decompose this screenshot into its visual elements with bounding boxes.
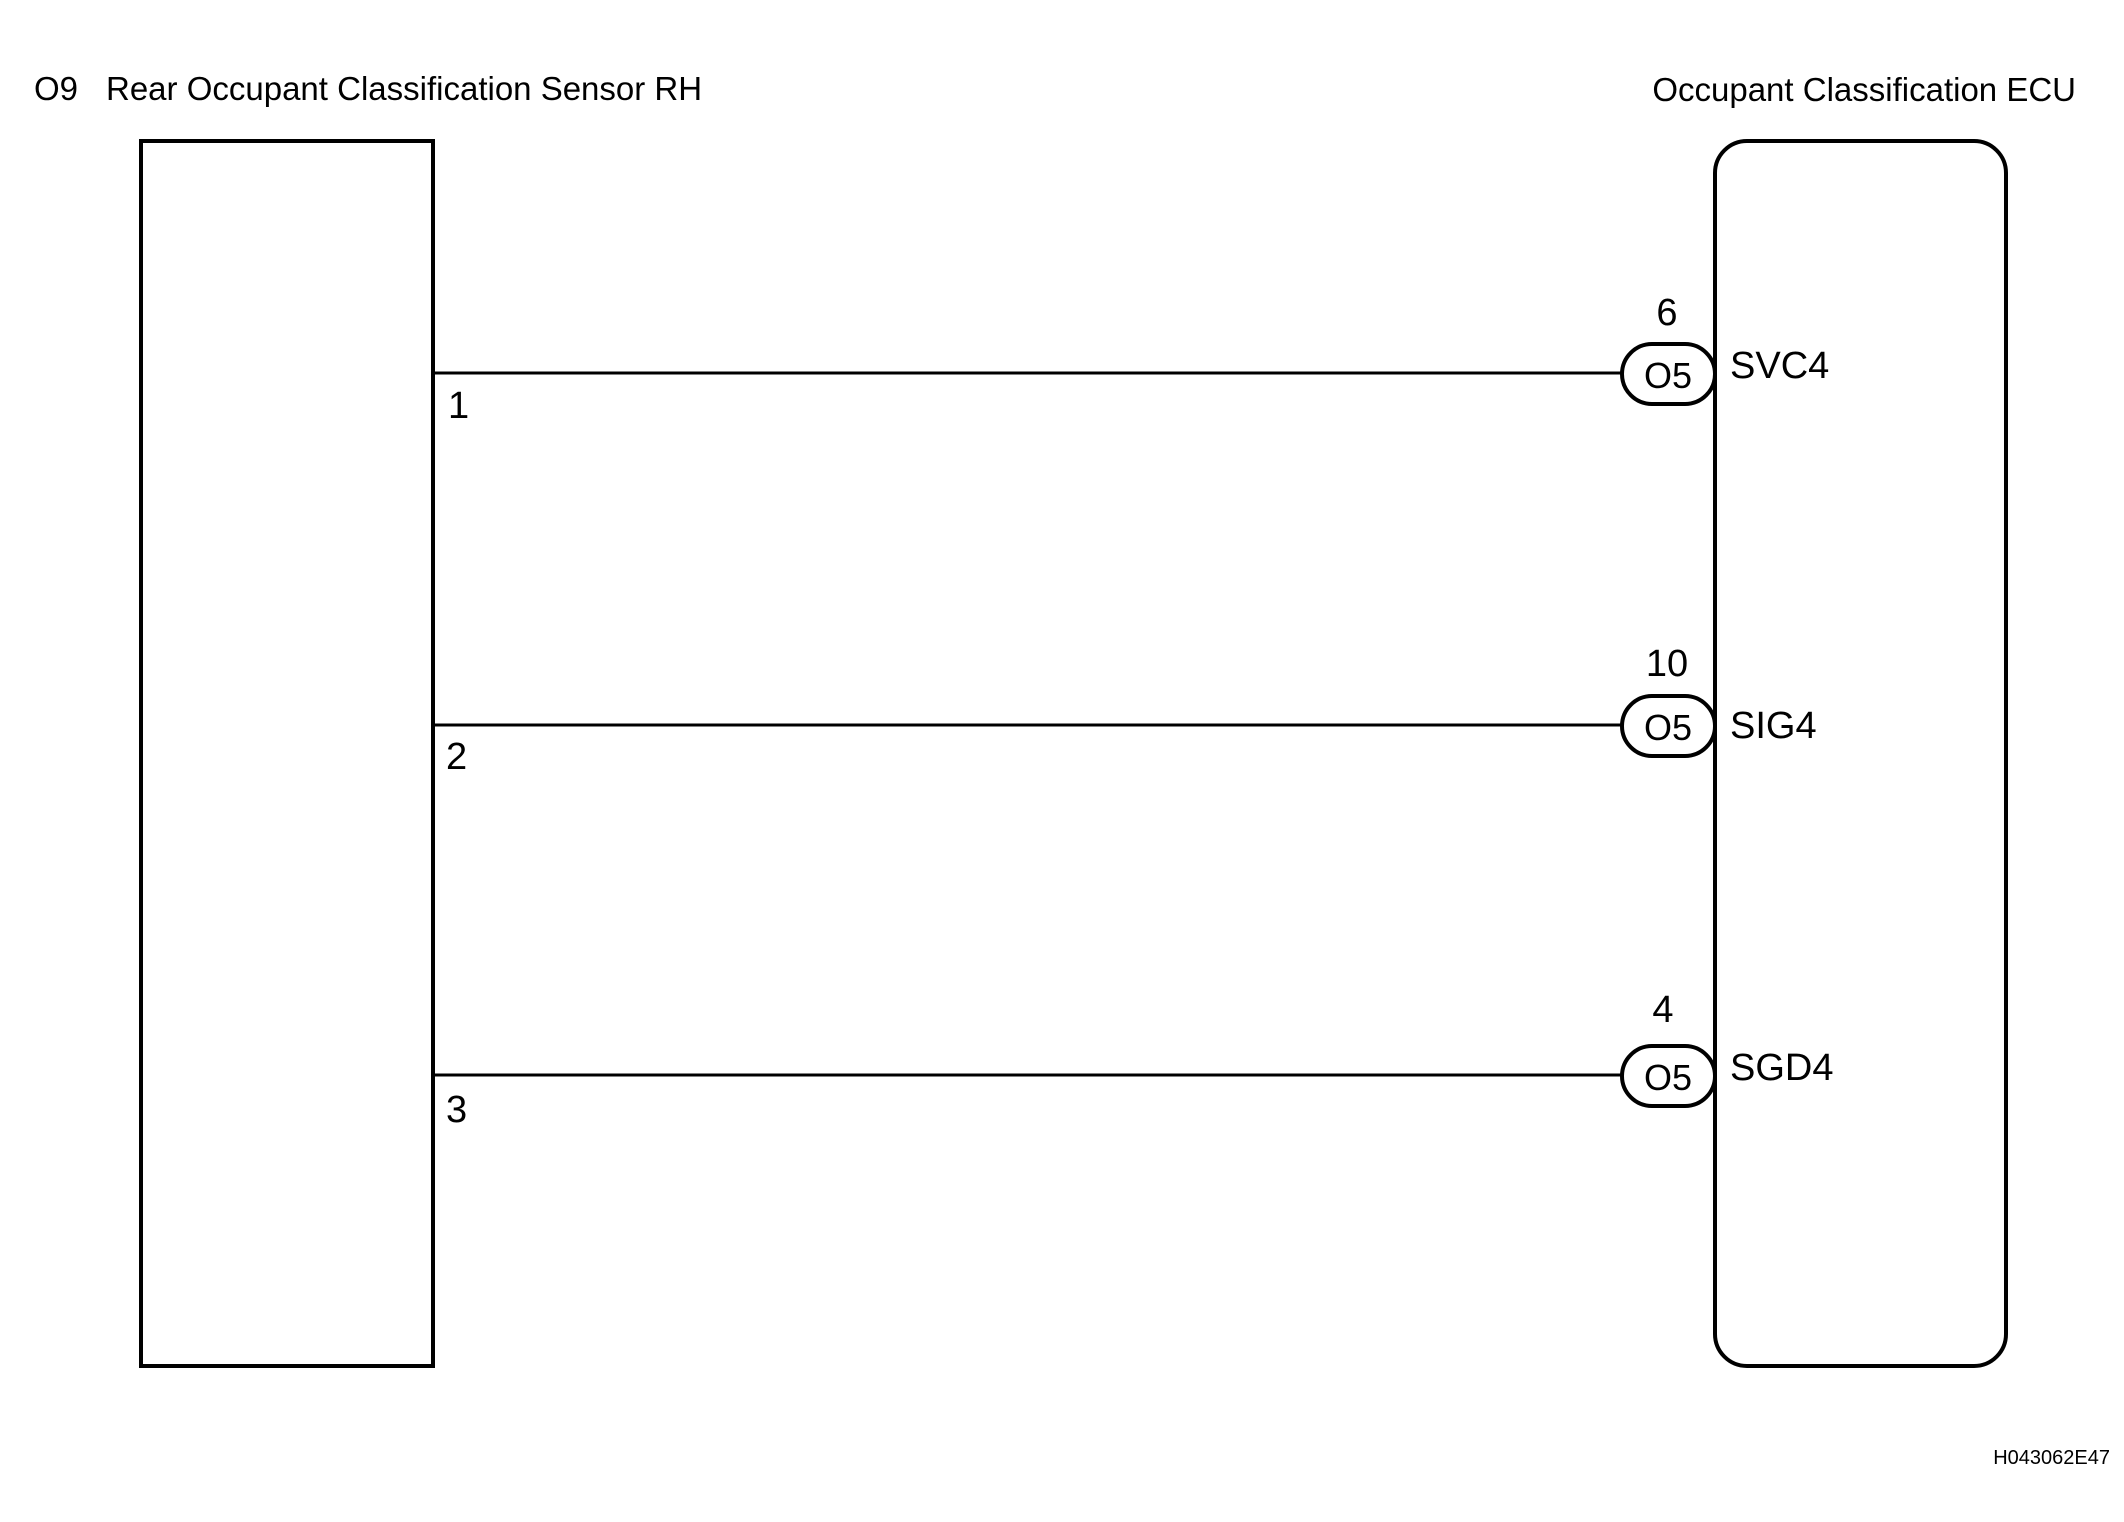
ecu-box bbox=[1713, 139, 2008, 1368]
sensor-box bbox=[139, 139, 435, 1368]
left-component-title: Rear Occupant Classification Sensor RH bbox=[106, 70, 702, 107]
connector-label: O5 bbox=[1644, 1057, 1692, 1098]
sensor-pin-label: 2 bbox=[446, 736, 467, 778]
wire-1: 1 6 O5 SVC4 bbox=[433, 292, 1829, 427]
connector-label: O5 bbox=[1644, 355, 1692, 396]
connector-label: O5 bbox=[1644, 707, 1692, 748]
wire-3: 3 4 O5 SGD4 bbox=[433, 989, 1833, 1131]
right-component-title: Occupant Classification ECU bbox=[1652, 71, 2076, 108]
sensor-pin-label: 1 bbox=[448, 385, 469, 427]
ecu-pin-number: 10 bbox=[1646, 643, 1688, 685]
connector-badge bbox=[1620, 694, 1717, 758]
signal-label: SVC4 bbox=[1730, 345, 1829, 387]
ecu-pin-number: 6 bbox=[1656, 292, 1677, 334]
figure-code: H043062E47 bbox=[1993, 1447, 2110, 1469]
connector-badge bbox=[1620, 1044, 1717, 1108]
left-component-code: O9 bbox=[34, 70, 78, 107]
signal-label: SIG4 bbox=[1730, 705, 1817, 747]
signal-label: SGD4 bbox=[1730, 1047, 1833, 1089]
wire-2: 2 10 O5 SIG4 bbox=[433, 643, 1817, 778]
ecu-pin-number: 4 bbox=[1652, 989, 1673, 1031]
connector-badge bbox=[1620, 342, 1717, 406]
sensor-pin-label: 3 bbox=[446, 1089, 467, 1131]
